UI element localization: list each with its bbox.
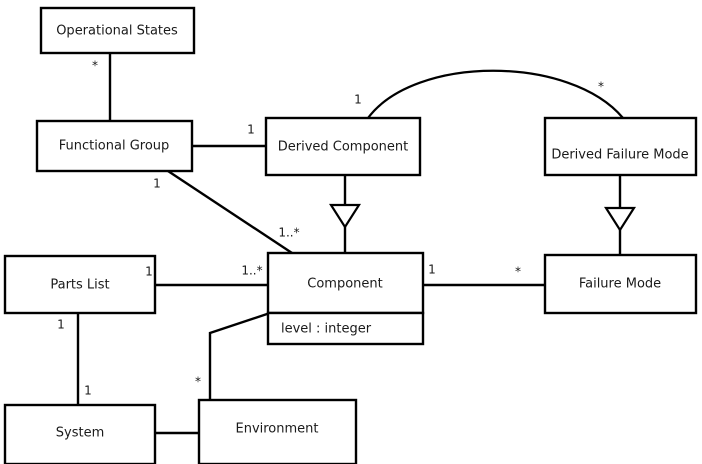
multiplicity-label-m-comp-fg: 1..* bbox=[278, 226, 299, 240]
class-box-environment[interactable] bbox=[197, 398, 358, 464]
multiplicity-label-m-arc-right: * bbox=[598, 80, 604, 94]
multiplicity-label-m-env-comp: * bbox=[195, 375, 201, 389]
class-box-component[interactable] bbox=[266, 251, 425, 315]
class-box-system[interactable] bbox=[3, 403, 157, 464]
class-box-derived-failure-mode[interactable] bbox=[543, 116, 698, 177]
class-name-derived-failure-mode: Derived Failure Mode bbox=[551, 148, 688, 163]
class-box-operational-states[interactable] bbox=[39, 6, 196, 55]
multiplicity-label-m-arc-left: 1 bbox=[354, 93, 362, 107]
class-name-environment: Environment bbox=[235, 422, 318, 437]
class-environment[interactable]: Environment bbox=[197, 398, 358, 464]
multiplicity-label-m-opstates: * bbox=[92, 59, 98, 73]
class-name-functional-group: Functional Group bbox=[59, 139, 170, 154]
class-name-system: System bbox=[56, 426, 104, 441]
class-attribute-component: level : integer bbox=[281, 322, 372, 337]
class-parts-list[interactable]: Parts List bbox=[3, 254, 157, 315]
multiplicity-label-m-comp-pl: 1..* bbox=[241, 264, 262, 278]
class-derived-failure-mode[interactable]: Derived Failure Mode bbox=[543, 116, 698, 177]
class-box-functional-group[interactable] bbox=[35, 119, 194, 173]
relationship-derivedcomponent-derivedfailuremode[interactable] bbox=[367, 69, 624, 119]
multiplicity-label-m-pl-right: 1 bbox=[145, 265, 153, 279]
relationship-layer bbox=[76, 53, 637, 435]
class-name-component: Component bbox=[307, 277, 382, 292]
class-name-derived-component: Derived Component bbox=[278, 140, 409, 155]
generalization-arrow-icon-derivedfailuremode-failuremode bbox=[603, 206, 637, 233]
class-system[interactable]: System bbox=[3, 403, 157, 464]
class-component[interactable]: Component level : integer bbox=[266, 251, 425, 346]
relationship-environment-component[interactable] bbox=[208, 311, 271, 400]
multiplicity-layer: * 1 1 * 1 1..* 1 1..* 1 * 1 1 * bbox=[57, 59, 604, 398]
multiplicity-label-m-fg-comp: 1 bbox=[153, 177, 161, 191]
generalization-arrow-icon-derivedcomponent-component bbox=[328, 203, 362, 230]
relationship-funcgroup-component[interactable] bbox=[167, 169, 293, 255]
multiplicity-label-m-comp-fm: 1 bbox=[428, 263, 436, 277]
class-box-failure-mode[interactable] bbox=[543, 253, 698, 315]
class-box-parts-list[interactable] bbox=[3, 254, 157, 315]
class-failure-mode[interactable]: Failure Mode bbox=[543, 253, 698, 315]
multiplicity-label-m-sys-pl: 1 bbox=[84, 384, 92, 398]
class-functional-group[interactable]: Functional Group bbox=[35, 119, 194, 173]
class-derived-component[interactable]: Derived Component bbox=[264, 116, 422, 177]
class-name-parts-list: Parts List bbox=[50, 278, 109, 293]
multiplicity-label-m-pl-sys: 1 bbox=[57, 318, 65, 332]
class-name-failure-mode: Failure Mode bbox=[579, 277, 661, 292]
class-box-derived-component[interactable] bbox=[264, 116, 422, 177]
multiplicity-label-m-fg-dc: 1 bbox=[247, 123, 255, 137]
multiplicity-label-m-fm-comp: * bbox=[515, 265, 521, 279]
class-operational-states[interactable]: Operational States bbox=[39, 6, 196, 55]
class-attribute-compartment-component[interactable] bbox=[266, 311, 425, 346]
class-name-operational-states: Operational States bbox=[56, 24, 178, 39]
